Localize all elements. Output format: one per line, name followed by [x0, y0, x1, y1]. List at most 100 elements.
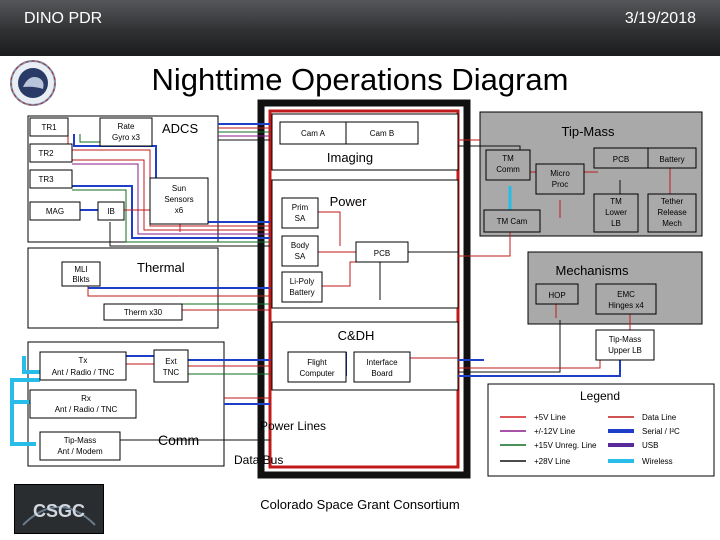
- sun-sensors-box: [149, 177, 209, 225]
- tm-comm-label-2: Comm: [496, 165, 520, 174]
- therm-label: Therm x30: [124, 308, 163, 317]
- flight-computer-label-2: Computer: [299, 369, 334, 378]
- dino-logo: [10, 60, 56, 106]
- flight-computer-box: [287, 351, 347, 383]
- ext-tnc-label-1: Ext: [165, 357, 177, 366]
- interface-board-label-2: Board: [371, 369, 392, 378]
- page-title: Nighttime Operations Diagram: [151, 62, 569, 97]
- micro-proc-label-1: Micro: [550, 169, 570, 178]
- legend-title: Legend: [580, 389, 620, 403]
- cam-a-label: Cam A: [301, 129, 326, 138]
- tether-release-label-2: Release: [657, 208, 687, 217]
- mag-label: MAG: [46, 207, 64, 216]
- mli-label-2: Blkts: [72, 275, 89, 284]
- cam-b-box: [345, 121, 419, 145]
- imaging-title: Imaging: [327, 150, 373, 165]
- prim-sa-label-1: Prim: [292, 203, 309, 212]
- legend-label: +15V Unreg. Line: [534, 441, 597, 450]
- upper-lb-box: [595, 329, 655, 361]
- tr2-label: TR2: [38, 149, 54, 158]
- legend-items: +5V Line Data Line +/-12V Line Serial / I²C…: [500, 413, 680, 466]
- emc-label-2: Hinges x4: [608, 301, 644, 310]
- ext-tnc-label-2: TNC: [163, 368, 180, 377]
- rx-box: [29, 389, 137, 419]
- sun-sensors-label-1: Sun: [172, 184, 186, 193]
- ib-label: IB: [107, 207, 115, 216]
- adcs-title: ADCS: [162, 121, 198, 136]
- body-sa-box: [281, 235, 319, 267]
- sun-sensors-label-2: Sensors: [164, 195, 193, 204]
- comm-tipmass-box: [39, 431, 121, 461]
- micro-proc-label-2: Proc: [552, 180, 568, 189]
- presentation-date: 3/19/2018: [624, 10, 696, 27]
- rx-label: Rx: [81, 394, 91, 403]
- tm-lower-lb-box: [593, 193, 639, 233]
- presentation-name: DINO PDR: [24, 10, 103, 27]
- power-lines-label: Power Lines: [260, 419, 326, 433]
- tr2-box: [29, 143, 73, 163]
- mli-label-1: MLI: [74, 265, 87, 274]
- thermistors-box: [103, 303, 183, 321]
- csgc-logo: CSGC: [14, 484, 104, 534]
- tether-release-box: [647, 193, 697, 233]
- body-sa-label-1: Body: [291, 241, 309, 250]
- power-pcb-box: [355, 241, 409, 263]
- tm-cam-label: TM Cam: [497, 217, 528, 226]
- hop-label: HOP: [548, 291, 565, 300]
- hop-box: [535, 283, 579, 305]
- legend-label: +/-12V Line: [534, 427, 576, 436]
- tm-pcb-label: PCB: [613, 155, 629, 164]
- tx-label: Tx: [79, 356, 88, 365]
- mag-box: [29, 201, 81, 221]
- tr1-label: TR1: [41, 123, 57, 132]
- tr3-box: [29, 169, 73, 189]
- tm-lower-lb-label-2: Lower: [605, 208, 627, 217]
- tm-lower-lb-label-3: LB: [611, 219, 621, 228]
- cam-b-label: Cam B: [370, 129, 394, 138]
- legend-label: Serial / I²C: [642, 427, 680, 436]
- tr1-box: [29, 117, 69, 137]
- mli-blankets-box: [61, 261, 101, 287]
- comm-tipmass-sub-label: Ant / Modem: [57, 447, 103, 456]
- data-bus-label: Data Bus: [234, 453, 283, 467]
- tether-release-label-3: Mech: [662, 219, 682, 228]
- tipmass-title: Tip-Mass: [562, 124, 615, 139]
- legend-label: USB: [642, 441, 658, 450]
- mechanisms-title: Mechanisms: [556, 263, 629, 278]
- legend-label: Data Line: [642, 413, 677, 422]
- interface-board-box: [353, 351, 411, 383]
- tether-release-label-1: Tether: [661, 197, 684, 206]
- ext-tnc-box: [153, 349, 189, 383]
- upper-lb-label-1: Tip-Mass: [609, 335, 642, 344]
- battery-label-1: Li-Poly: [290, 277, 314, 286]
- comm-tipmass-label: Tip-Mass: [64, 436, 97, 445]
- emc-label-1: EMC: [617, 290, 635, 299]
- tm-battery-box: [647, 147, 697, 169]
- tr3-label: TR3: [38, 175, 54, 184]
- tx-sub-label: Ant / Radio / TNC: [52, 368, 115, 377]
- micro-proc-box: [535, 163, 585, 195]
- tx-box: [39, 351, 127, 381]
- battery-box: [281, 271, 323, 303]
- tm-comm-label-1: TM: [502, 154, 514, 163]
- legend-label: +28V Line: [534, 457, 571, 466]
- prim-sa-label-2: SA: [295, 214, 306, 223]
- power-pcb-label: PCB: [374, 249, 390, 258]
- rx-sub-label: Ant / Radio / TNC: [55, 405, 118, 414]
- footer-text: Colorado Space Grant Consortium: [260, 497, 460, 512]
- legend-label: +5V Line: [534, 413, 566, 422]
- legend-label: Wireless: [642, 457, 673, 466]
- cdh-title: C&DH: [338, 328, 375, 343]
- tm-lower-lb-label-1: TM: [610, 197, 622, 206]
- header-bar: DINO PDR 3/19/2018: [0, 0, 720, 56]
- sun-sensors-label-3: x6: [175, 206, 184, 215]
- ib-box: [97, 201, 125, 221]
- tm-cam-box: [483, 209, 541, 233]
- thermal-title: Thermal: [137, 260, 185, 275]
- interface-board-label-1: Interface: [366, 358, 398, 367]
- tm-comm-box: [485, 149, 531, 181]
- battery-label-2: Battery: [289, 288, 314, 297]
- rate-gyro-label-2: Gyro x3: [112, 133, 141, 142]
- comm-title: Comm: [158, 432, 199, 448]
